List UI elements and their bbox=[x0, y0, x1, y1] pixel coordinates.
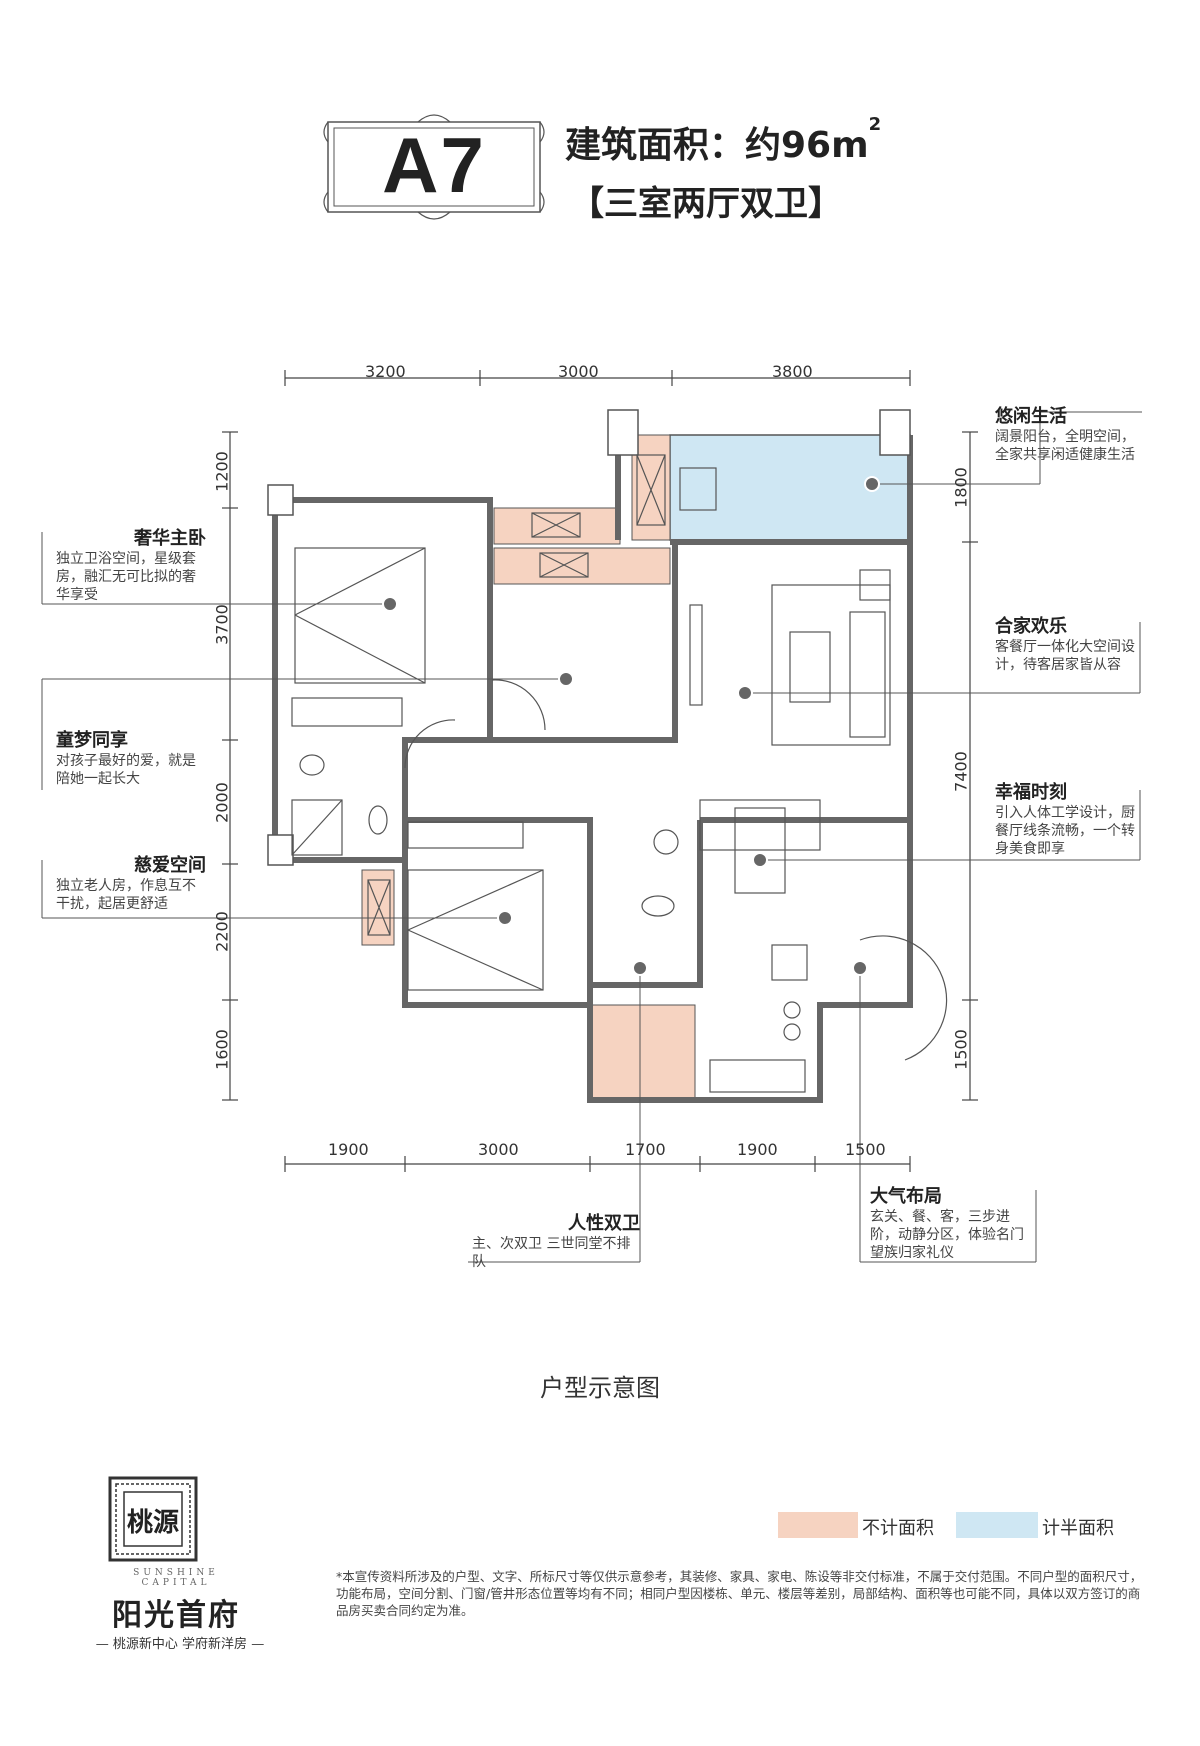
callout-master-bedroom: 奢华主卧 独立卫浴空间，星级套房，融汇无可比拟的奢华享受 bbox=[56, 524, 206, 604]
brand-name: 阳光首府 bbox=[112, 1598, 240, 1633]
callout-title: 悠闲生活 bbox=[995, 406, 1067, 427]
callout-desc: 阔景阳台，全明空间，全家共享闲适健康生活 bbox=[995, 429, 1135, 463]
legend-label-excluded: 不计面积 bbox=[862, 1518, 934, 1539]
dim-right-2: 7400 bbox=[951, 751, 971, 792]
callout-desc: 独立卫浴空间，星级套房，融汇无可比拟的奢华享受 bbox=[56, 551, 196, 603]
callout-layout: 大气布局 玄关、餐、客，三步进阶，动静分区，体验名门望族归家礼仪 bbox=[870, 1182, 1032, 1262]
legend-swatch-excluded bbox=[778, 1512, 858, 1538]
brand-slogan: — 桃源新中心 学府新洋房 — bbox=[95, 1637, 265, 1652]
legend-swatch-half bbox=[956, 1512, 1038, 1538]
callout-desc: 引入人体工学设计，厨餐厅线条流畅，一个转身美食即享 bbox=[995, 805, 1135, 857]
dim-left-3: 2000 bbox=[212, 782, 232, 823]
callout-title: 幸福时刻 bbox=[995, 782, 1067, 803]
dim-left-5: 1600 bbox=[212, 1029, 232, 1070]
callout-title: 大气布局 bbox=[870, 1186, 942, 1207]
callout-title: 奢华主卧 bbox=[134, 528, 206, 549]
callout-elder-room: 慈爱空间 独立老人房，作息互不干扰，起居更舒适 bbox=[56, 851, 206, 913]
callout-title: 人性双卫 bbox=[568, 1213, 640, 1234]
logo-glyph: 桃源 bbox=[127, 1508, 179, 1538]
callout-desc: 对孩子最好的爱，就是陪她一起长大 bbox=[56, 753, 196, 787]
callout-desc: 主、次双卫 三世同堂不排队 bbox=[472, 1236, 631, 1270]
dim-top-3: 3800 bbox=[772, 362, 813, 381]
brand-logo-seal: 桃源 bbox=[108, 1476, 198, 1562]
layout-type: 【三室两厅双卫】 bbox=[570, 184, 842, 224]
brand-english: SUNSHINE CAPITAL bbox=[133, 1568, 219, 1588]
dim-bottom-1: 1900 bbox=[328, 1140, 369, 1159]
dim-top-1: 3200 bbox=[365, 362, 406, 381]
dim-right-1: 1800 bbox=[951, 467, 971, 508]
disclaimer: *本宣传资料所涉及的户型、文字、所标尺寸等仅供示意参考，其装修、家具、家电、陈设… bbox=[336, 1569, 1143, 1618]
callout-desc: 独立老人房，作息互不干扰，起居更舒适 bbox=[56, 878, 196, 912]
dim-bottom-3: 1700 bbox=[625, 1140, 666, 1159]
building-area-text: 建筑面积：约96m bbox=[565, 125, 869, 166]
callout-desc: 玄关、餐、客，三步进阶，动静分区，体验名门望族归家礼仪 bbox=[870, 1209, 1024, 1261]
callout-dining: 幸福时刻 引入人体工学设计，厨餐厅线条流畅，一个转身美食即享 bbox=[995, 778, 1140, 858]
callout-desc: 客餐厅一体化大空间设计，待客居家皆从容 bbox=[995, 639, 1135, 673]
building-area: 建筑面积：约96m2 bbox=[565, 114, 882, 168]
callout-leisure: 悠闲生活 阔景阳台，全明空间，全家共享闲适健康生活 bbox=[995, 402, 1145, 464]
unit-code: A7 bbox=[382, 121, 486, 209]
dim-bottom-2: 3000 bbox=[478, 1140, 519, 1159]
callout-bathrooms: 人性双卫 主、次双卫 三世同堂不排队 bbox=[472, 1209, 640, 1271]
unit-title-frame bbox=[323, 114, 545, 220]
dim-top-2: 3000 bbox=[558, 362, 599, 381]
dim-left-2: 3700 bbox=[212, 604, 232, 645]
callout-family: 合家欢乐 客餐厅一体化大空间设计，待客居家皆从容 bbox=[995, 612, 1140, 674]
dim-left-1: 1200 bbox=[212, 451, 232, 492]
legend-label-half: 计半面积 bbox=[1042, 1518, 1114, 1539]
dim-bottom-4: 1900 bbox=[737, 1140, 778, 1159]
callout-title: 童梦同享 bbox=[56, 730, 128, 751]
callout-title: 慈爱空间 bbox=[134, 855, 206, 876]
callout-title: 合家欢乐 bbox=[995, 616, 1067, 637]
callout-kids-room: 童梦同享 对孩子最好的爱，就是陪她一起长大 bbox=[56, 726, 206, 788]
dim-right-3: 1500 bbox=[951, 1029, 971, 1070]
dim-bottom-5: 1500 bbox=[845, 1140, 886, 1159]
plan-caption: 户型示意图 bbox=[540, 1374, 660, 1402]
dim-left-4: 2200 bbox=[212, 911, 232, 952]
area-unit-superscript: 2 bbox=[868, 114, 882, 135]
